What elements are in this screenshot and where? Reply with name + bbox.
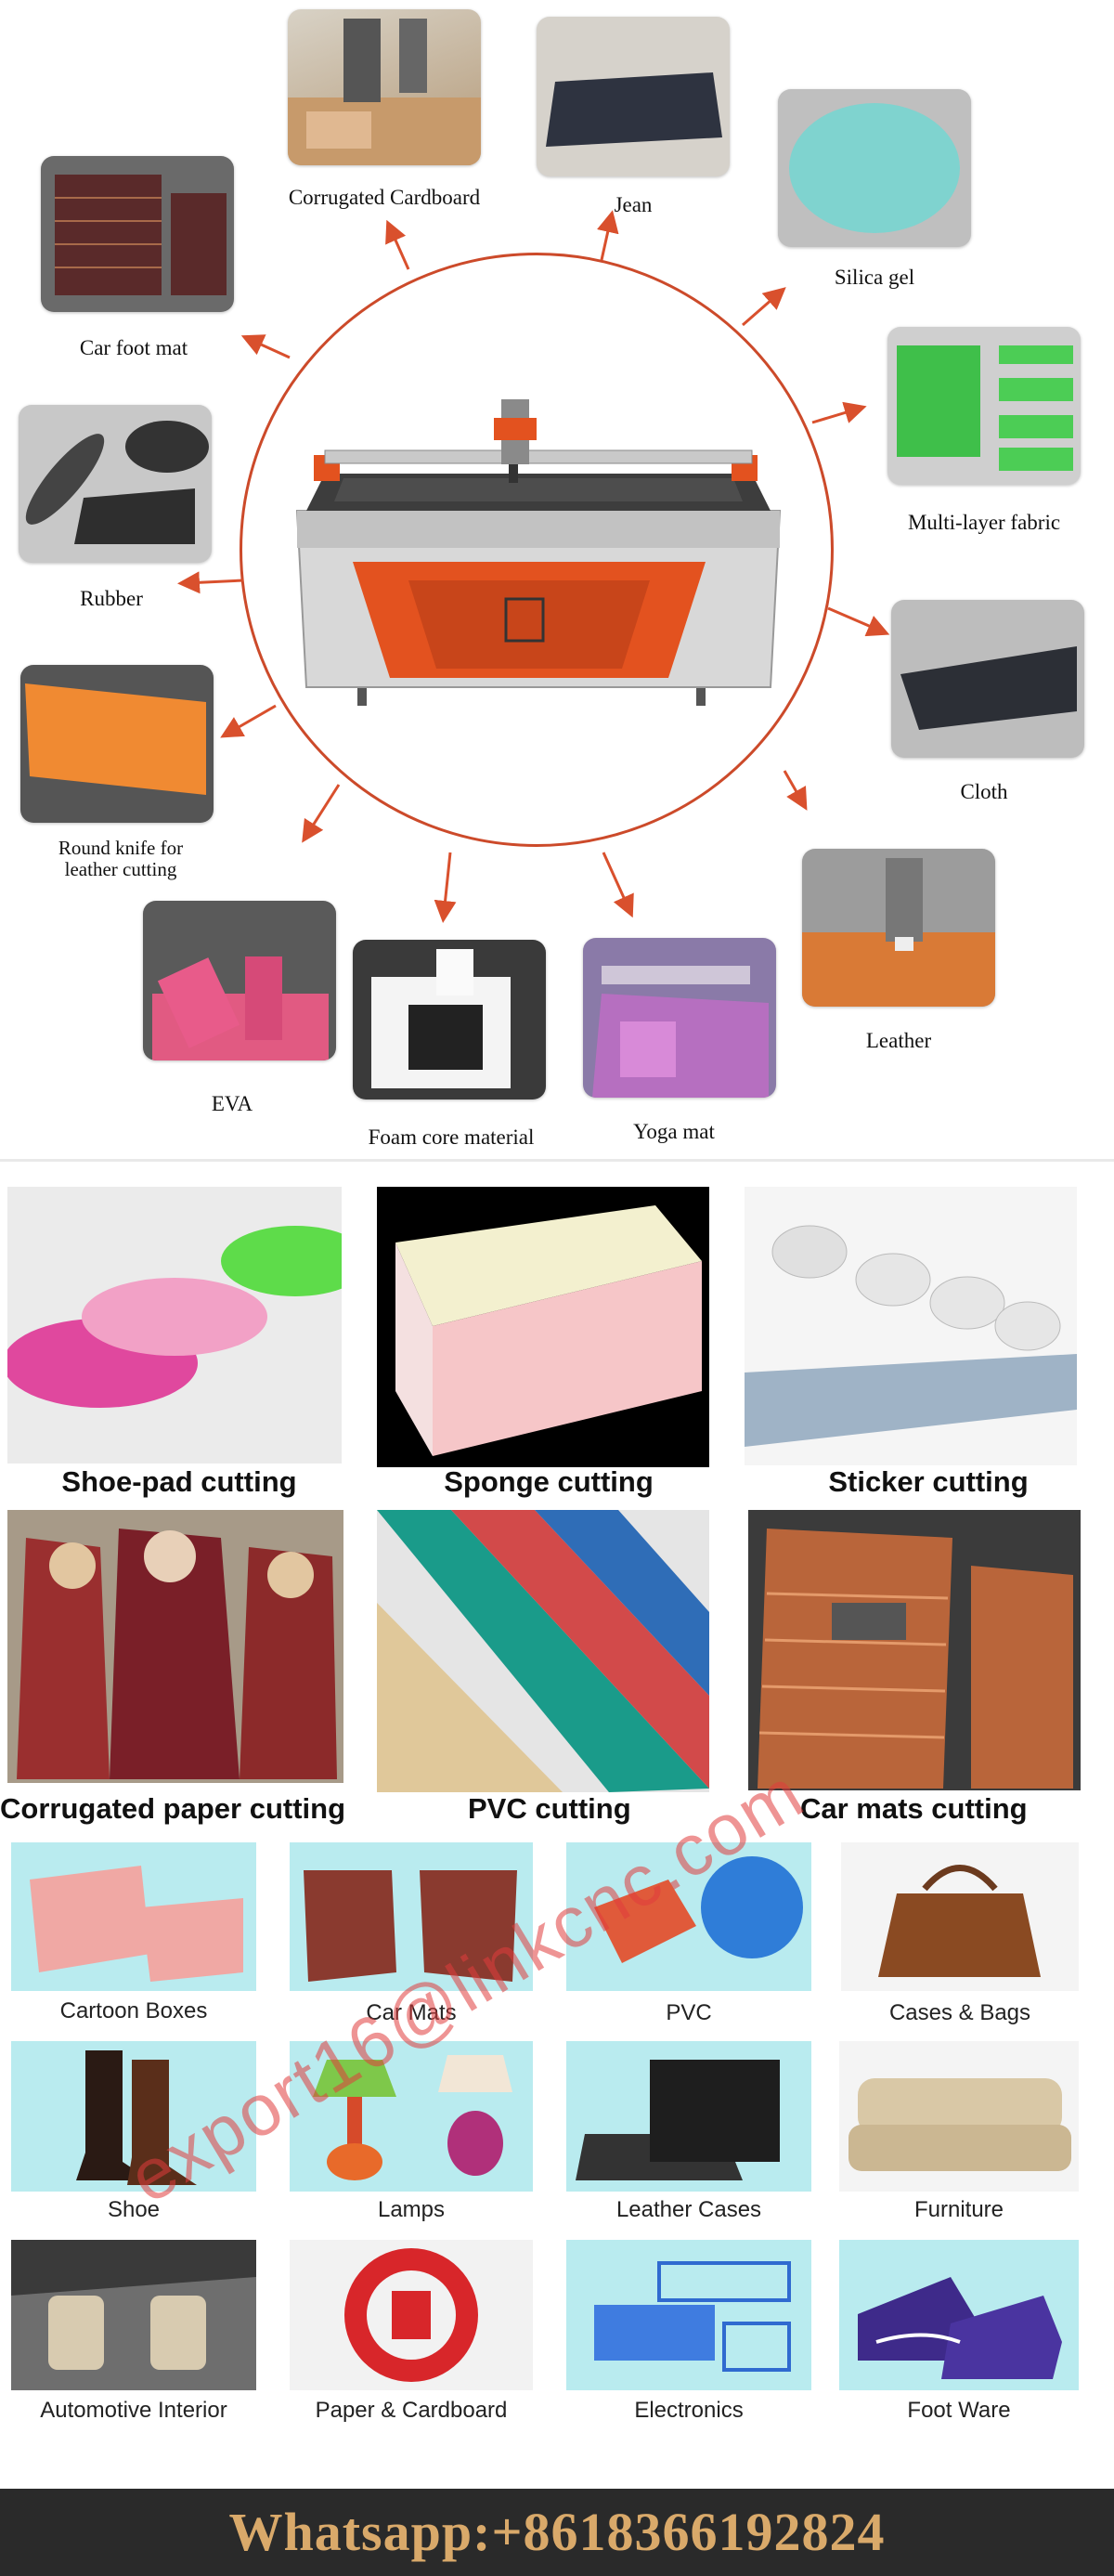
shoe-image [11,2041,256,2192]
cloth-image [891,600,1084,758]
automotive-interior-image [11,2240,256,2390]
label-corrugated-paper-cutting: Corrugated paper cutting [0,1792,346,1825]
lamps-image [290,2041,533,2192]
radial-arrows [177,210,890,923]
round-knife-leather-image [20,665,214,823]
section-divider [0,1159,1114,1162]
center-circle [240,253,834,847]
paper-cardboard-image [290,2240,533,2390]
foam-core-image [353,940,546,1099]
cutting-machine-illustration [295,399,782,706]
rubber-image [19,405,212,563]
car-foot-mat-image [41,156,234,312]
label-car-mats: Car Mats [366,2000,457,2025]
sponge-image [377,1187,709,1467]
footer-bar: Whatsapp:+8618366192824 [0,2489,1114,2576]
cartoon-boxes-image [11,1842,256,1991]
pvc-image [377,1510,709,1792]
yoga-mat-image [583,938,776,1098]
leather-cases-image [566,2041,811,2192]
label-car-mats-cutting: Car mats cutting [800,1792,1028,1825]
label-sponge-cutting: Sponge cutting [444,1465,654,1498]
label-shoe: Shoe [107,2197,161,2222]
label-yoga-mat: Yoga mat [633,1120,715,1143]
label-pvc: PVC [666,2000,712,2025]
label-leather: Leather [865,1029,932,1052]
label-leather-cases: Leather Cases [615,2197,762,2222]
label-foot-ware: Foot Ware [907,2398,1011,2423]
shoe-pad-image [7,1187,342,1464]
label-jean: Jean [614,193,653,216]
label-corrugated-cardboard: Corrugated Cardboard [288,186,481,209]
label-pvc-cutting: PVC cutting [468,1792,631,1825]
leather-image [802,849,995,1007]
label-round-knife: Round knife for leather cutting [58,837,184,881]
silica-gel-image [778,89,971,247]
label-sticker-cutting: Sticker cutting [828,1465,1029,1498]
label-multi-layer-fabric: Multi-layer fabric [907,511,1061,534]
furniture-image [839,2041,1079,2192]
label-cartoon-boxes: Cartoon Boxes [59,1998,208,2023]
foot-ware-image [839,2240,1079,2390]
label-lamps: Lamps [377,2197,446,2222]
label-furniture: Furniture [913,2197,1004,2222]
whatsapp-contact[interactable]: Whatsapp:+8618366192824 [228,2502,886,2562]
car-mats-small-image [290,1842,533,1991]
label-eva: EVA [211,1092,253,1115]
label-cases-bags: Cases & Bags [888,2000,1031,2025]
label-rubber: Rubber [80,587,143,610]
label-silica-gel: Silica gel [834,266,915,289]
label-car-foot-mat: Car foot mat [79,336,188,359]
label-cloth: Cloth [960,780,1008,803]
corrugated-cardboard-image [288,9,481,165]
label-shoe-pad-cutting: Shoe-pad cutting [61,1465,297,1498]
label-electronics: Electronics [634,2398,744,2423]
eva-image [143,901,336,1060]
jean-image [537,17,730,176]
cases-bags-image [841,1842,1079,1991]
label-foam-core: Foam core material [368,1125,535,1149]
label-paper-cardboard: Paper & Cardboard [315,2398,508,2423]
electronics-image [566,2240,811,2390]
label-automotive-interior: Automotive Interior [40,2398,227,2423]
multi-layer-fabric-image [887,327,1081,485]
corrugated-paper-image [7,1510,343,1783]
sticker-image [745,1187,1077,1465]
car-mats-image [748,1510,1081,1790]
pvc-small-image [566,1842,811,1991]
